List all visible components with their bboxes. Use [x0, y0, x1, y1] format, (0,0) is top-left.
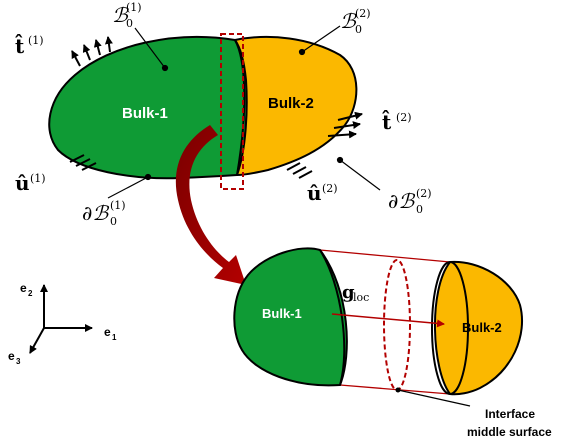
boundary1-sub: 0: [110, 215, 117, 228]
traction1-arrows: [71, 36, 113, 67]
body1-sub: 0: [126, 17, 133, 30]
leader-lines: [107, 25, 381, 199]
zoom-connect-lines: [319, 249, 451, 395]
disp1-symbol: û: [15, 171, 30, 195]
interface-label-line2: middle surface: [467, 425, 552, 439]
traction2-arrows: [327, 111, 363, 139]
body2-sub: 0: [355, 23, 362, 36]
boundary1-symbol: ∂ℬ: [82, 201, 109, 225]
body1-symbol: ℬ: [112, 3, 129, 27]
body2-sup: (2): [355, 7, 371, 20]
traction1-sup: (1): [28, 34, 44, 47]
disp2-hatch: [286, 162, 313, 179]
traction2-symbol: t̂: [382, 108, 392, 134]
interface-middle-ellipse: [383, 259, 411, 391]
zoom-arrow: [175, 125, 246, 285]
boundary2-sub: 0: [416, 203, 423, 216]
body1-sup: (1): [126, 1, 142, 14]
top-body: [48, 33, 358, 190]
e3-sub: 3: [16, 357, 21, 366]
boundary1-sup: (1): [110, 199, 126, 212]
interface-line-top: [234, 39, 246, 176]
axes-triad: [29, 284, 93, 354]
disp2-symbol: û: [307, 181, 322, 205]
gap-vector-arrow: [331, 313, 445, 328]
e1-sub: 1: [112, 333, 117, 342]
bulk2-region: [233, 35, 358, 177]
traction2-sup: (2): [396, 111, 412, 124]
e2-label: e: [20, 281, 27, 295]
interface-label-line1: Interface: [485, 407, 535, 421]
traction1-symbol: t̂: [15, 32, 25, 58]
disp2-sup: (2): [322, 182, 338, 195]
zoom-bulk2: [433, 260, 524, 396]
zoom-bulk1: [233, 247, 348, 387]
boundary2-sup: (2): [416, 187, 432, 200]
boundary2-symbol: ∂ℬ: [388, 189, 415, 213]
body2-symbol: ℬ: [340, 9, 357, 33]
bulk2-label: Bulk-2: [268, 95, 314, 112]
e1-label: e: [104, 325, 111, 339]
disp1-sup: (1): [30, 172, 46, 185]
zoom-bulk1-label: Bulk-1: [262, 306, 302, 321]
e3-label: e: [8, 349, 15, 363]
zoom-view: [233, 247, 524, 407]
zoom-bulk2-label: Bulk-2: [462, 320, 502, 335]
e2-sub: 2: [28, 289, 33, 298]
disp1-hatch: [69, 154, 97, 171]
gap-vector-symbol: g: [342, 282, 355, 303]
gap-vector-sub: loc: [353, 291, 369, 304]
bulk1-label: Bulk-1: [122, 105, 168, 122]
interface-dashed-box: [220, 33, 244, 190]
